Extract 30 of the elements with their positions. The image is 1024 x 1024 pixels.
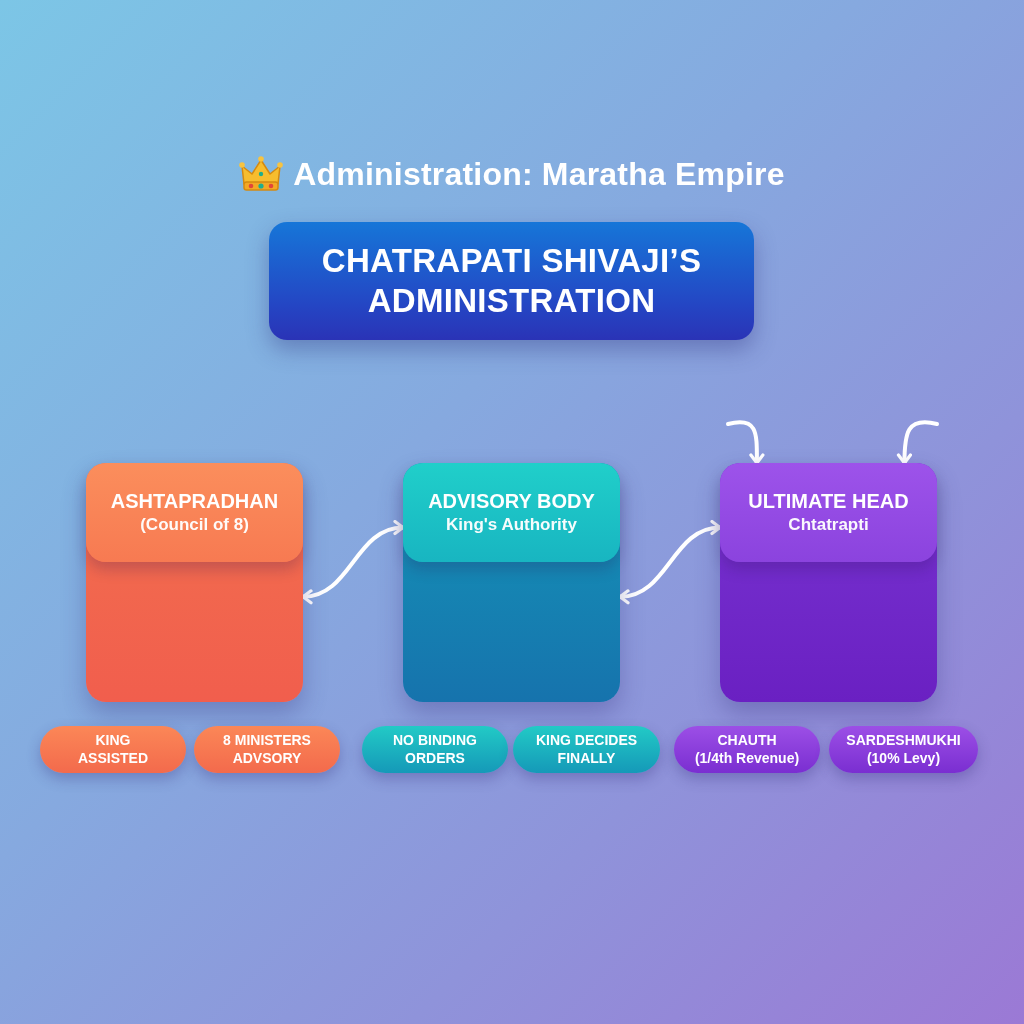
info-pill [362,726,508,773]
pill-text: 8 MINISTERS ADVSORY [222,732,312,767]
double-arrow [301,520,405,604]
card-subtitle: King's Authority [446,514,577,536]
pill-text: SARDESHMUKHI [846,732,961,750]
info-pill [829,726,978,773]
diagram-title: Administration: Maratha Empire [293,155,785,193]
banner-heading: CHATRAPATI SHIVAJI’S ADMINISTRATION [320,241,703,321]
info-pill [513,726,660,773]
card-subtitle: (Council of 8) [140,514,249,536]
pill-text: CHAUTH [717,732,777,750]
pill-text: (10% Levy) [866,749,941,767]
info-pill [674,726,820,773]
double-arrow [618,520,722,604]
info-card [720,463,937,702]
pill-text: KING DECIDES FINALLY [534,732,639,767]
card-title: ASHTAPRADHAN [110,489,279,514]
info-pill [194,726,340,773]
info-card [403,463,620,702]
curved-arrow [726,420,765,465]
card-title: ULTIMATE HEAD [748,489,909,514]
info-pill [40,726,186,773]
pill-text: NO BINDING ORDERS [392,732,478,767]
curved-arrow [896,420,939,465]
pill-text: (1/4th Revenue) [694,749,800,767]
info-card [86,463,303,702]
card-subtitle: Chtatrapti [788,514,869,536]
title-banner [269,222,754,340]
card-title: ADVISORY BODY [428,489,595,514]
pill-text: KING ASSISTED [77,732,149,767]
